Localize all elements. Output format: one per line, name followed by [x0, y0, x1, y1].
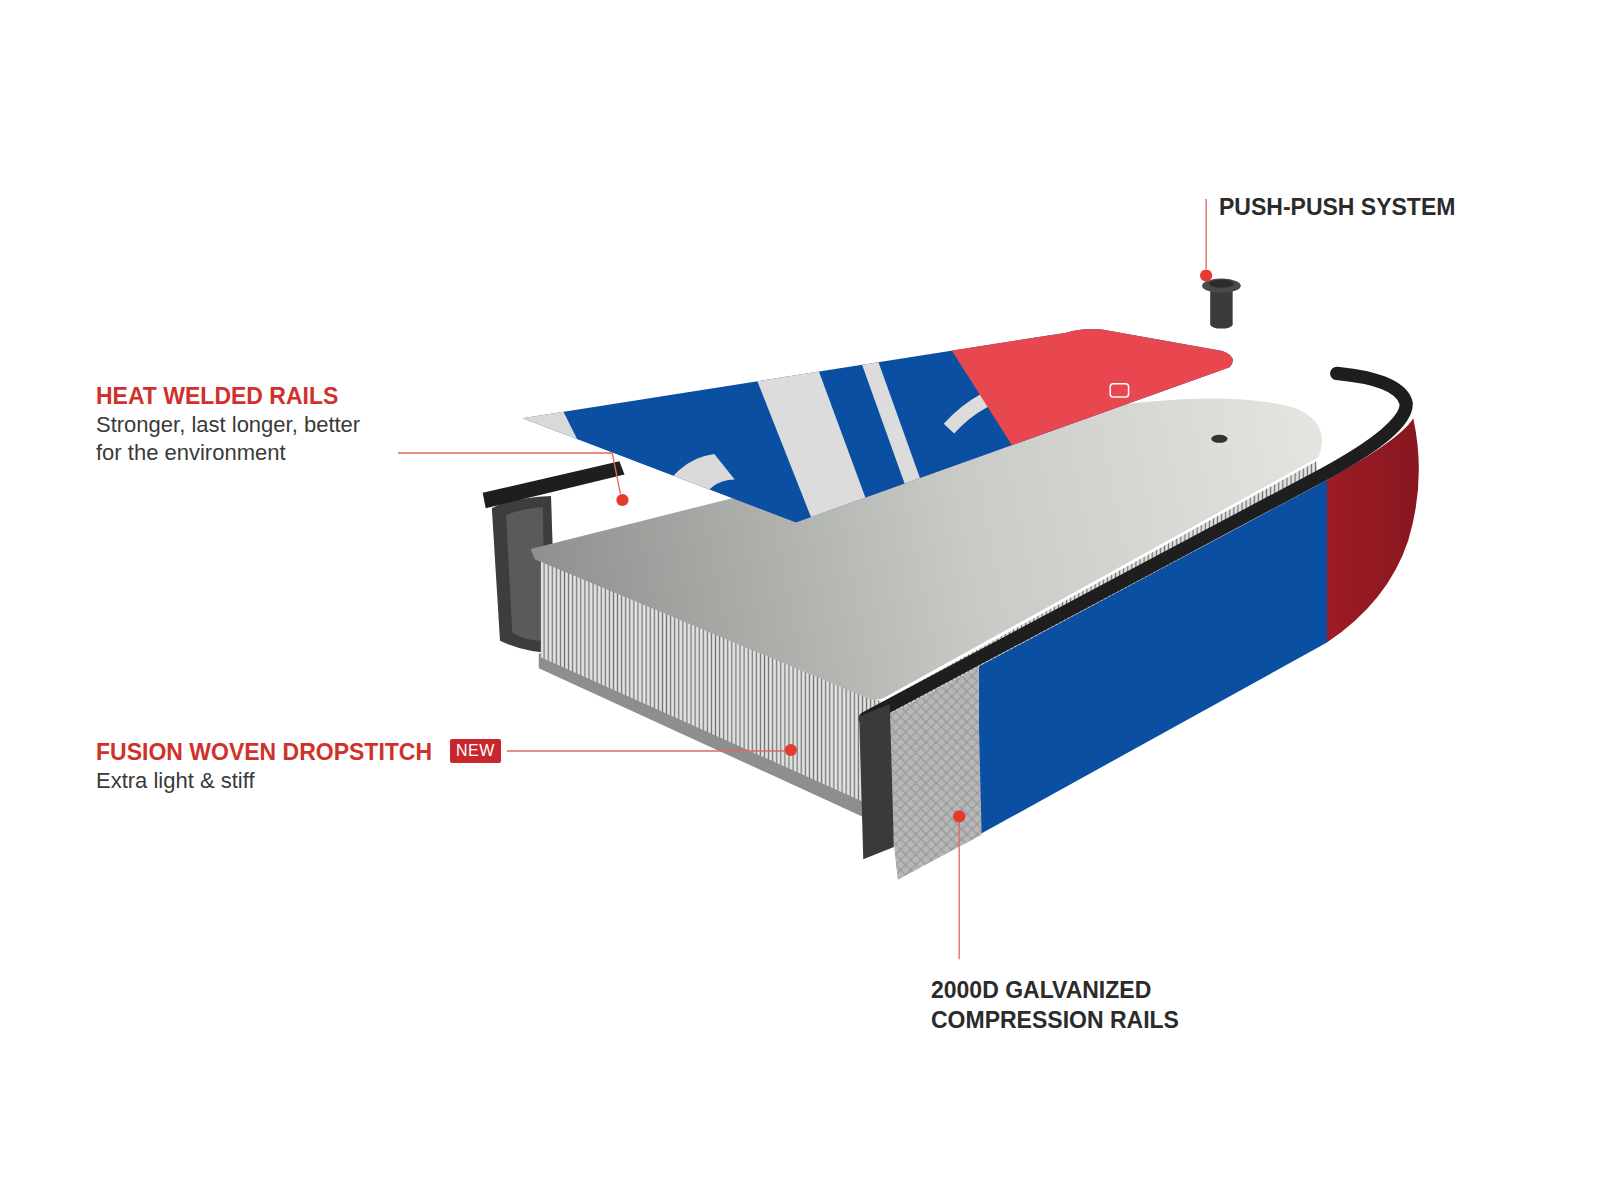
deck-pad: [510, 306, 1286, 541]
callout-description: Stronger, last longer, better for the en…: [96, 411, 388, 467]
deck-logo: [1110, 384, 1128, 397]
leader-dot: [1200, 269, 1212, 281]
side-rail-inner: [506, 507, 545, 641]
leader-dot: [953, 810, 965, 822]
valve-hole: [1211, 435, 1227, 443]
callout-heading: HEAT WELDED RAILS: [96, 382, 338, 410]
deck-wave: [653, 454, 735, 520]
deck-red: [923, 306, 1285, 530]
badge-text: NEW: [456, 742, 495, 759]
callout-heading: FUSION WOVEN DROPSTITCH: [96, 738, 432, 766]
callout-description: Extra light & stiff: [96, 767, 255, 795]
push-push-valve: [1202, 279, 1241, 329]
new-badge: NEW: [450, 739, 501, 763]
leader-line: [507, 750, 785, 751]
callout-heading: 2000D GALVANIZED COMPRESSION RAILS: [931, 975, 1231, 1035]
rail-tape: [865, 373, 1406, 718]
leader-line: [398, 453, 620, 494]
deck-blue: [510, 306, 1286, 541]
leader-lines: [398, 199, 1212, 959]
leader-dot: [616, 494, 628, 506]
valve-base: [1210, 320, 1232, 328]
leader-dot: [785, 744, 797, 756]
rail-tape-left: [483, 461, 625, 508]
leader-line: [959, 822, 960, 959]
valve-body: [1210, 288, 1232, 325]
deck-stripe: [852, 337, 939, 531]
compression-rail: [859, 704, 894, 859]
rail-wall: [890, 418, 1419, 879]
leader-line: [1205, 199, 1206, 269]
valve-top: [1209, 280, 1233, 288]
deck-stripe: [740, 337, 878, 531]
callout-heading: PUSH-PUSH SYSTEM: [1219, 192, 1455, 222]
